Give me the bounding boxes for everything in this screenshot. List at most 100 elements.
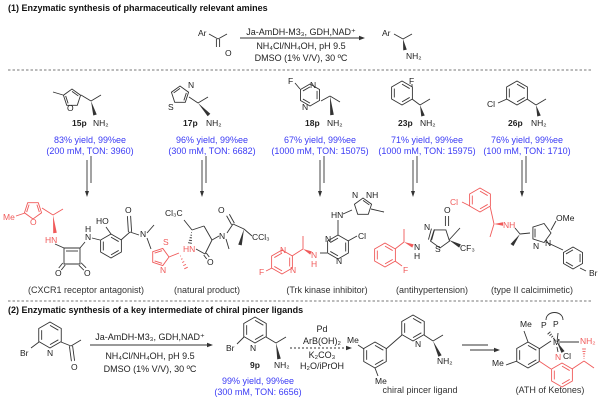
- bond: [90, 94, 102, 102]
- arrow-head: [207, 342, 213, 348]
- atom-label: Me: [375, 376, 387, 386]
- conditions-text: (200 mM, TON: 3960): [46, 146, 133, 156]
- bond: [146, 237, 152, 250]
- bond: [519, 232, 531, 235]
- coupling-solvent: H₂O/iPrOH: [300, 361, 344, 371]
- bond: [320, 95, 331, 102]
- bond: [203, 254, 208, 260]
- bond: [184, 266, 188, 270]
- bond: [535, 98, 547, 106]
- condition-enzyme-2: Ja-AmDH-M3₃, GDH,NAD⁺: [95, 332, 205, 342]
- bond: [385, 334, 403, 350]
- atom-label: S: [435, 244, 441, 254]
- compound-id: 26p: [508, 118, 523, 128]
- bond: [110, 250, 119, 256]
- bond: [384, 259, 393, 265]
- bond: [538, 340, 552, 350]
- conditions-text: (300 mM, TON: 6656): [214, 387, 301, 397]
- substrate-17p: N S NH₂ 17p 96% yield, 99%ee (300 mM, TO…: [168, 80, 256, 156]
- bond: [294, 82, 301, 90]
- atom-label: Cl: [487, 99, 495, 109]
- atom-label: F: [403, 265, 408, 275]
- arrow-head: [359, 35, 365, 41]
- bond: [370, 208, 385, 213]
- product-ar: Ar: [382, 28, 391, 38]
- bond: [556, 346, 559, 353]
- bond: [225, 238, 230, 250]
- atom-label: NH₂: [437, 356, 453, 366]
- substrate-26p: Cl NH₂ 26p 76% yield, 99%ee (100 mM, TON…: [483, 99, 570, 156]
- intermediate-9p: Br N NH₂ 9p 99% yield, 99%ee (300 mM, TO…: [214, 343, 301, 397]
- bond: [329, 95, 341, 103]
- bromopyridine-ketone: Br N O: [20, 348, 78, 372]
- bond: [72, 345, 76, 361]
- atom-label: Me: [520, 319, 532, 329]
- bond: [374, 367, 379, 377]
- atom-label: S: [163, 237, 169, 247]
- bond: [30, 341, 40, 349]
- bond: [52, 91, 64, 96]
- atom-label: N: [310, 80, 316, 90]
- product-antihypertension: F N H N S O CF₃ (antihypertension): [396, 205, 475, 295]
- metal-complex: Me Me P P M Cl N NH₂ (ATH of Ketones): [492, 319, 596, 395]
- conditions-text: (100 mM, TON: 1710): [483, 146, 570, 156]
- bond: [461, 201, 471, 207]
- atom-label: CCl₃: [252, 232, 270, 242]
- bond: [49, 324, 59, 331]
- bond: [497, 98, 508, 104]
- bond: [205, 252, 210, 258]
- bond: [254, 319, 264, 326]
- bond: [36, 204, 40, 213]
- bond: [523, 330, 529, 343]
- bond: [68, 346, 72, 362]
- wedge-bond: [330, 96, 334, 116]
- wedge-bond: [53, 215, 57, 234]
- bond: [236, 336, 245, 345]
- bond: [91, 237, 101, 241]
- atom-label: Cl: [358, 231, 366, 241]
- atom-label: O: [67, 103, 74, 113]
- yield-text: 99% yield, 99%ee: [222, 376, 294, 386]
- condition-buffer: NH₄Cl/NH₄OH, pH 9.5: [256, 41, 345, 51]
- bond: [394, 260, 403, 267]
- atom-label: O: [55, 268, 62, 278]
- bond: [71, 90, 79, 97]
- conditions-text: (1000 mM, TON: 15975): [378, 146, 475, 156]
- compound-id: 23p: [398, 118, 413, 128]
- atom-label: N: [47, 348, 53, 358]
- atom-label: N: [188, 80, 194, 90]
- bond: [80, 262, 87, 269]
- atom-label: N: [85, 232, 91, 242]
- bond: [527, 344, 537, 351]
- atom-label: Br: [20, 348, 29, 358]
- yield-text: 67% yield, 99%ee: [284, 135, 356, 145]
- bond: [226, 223, 234, 234]
- wedge-bond: [238, 229, 244, 246]
- ring: [170, 85, 190, 103]
- atom-label: Me: [347, 335, 359, 345]
- atom-label: O: [218, 205, 225, 215]
- conditions-text: (1000 mM, TON: 15075): [271, 146, 368, 156]
- atom-label: Br: [226, 343, 235, 353]
- atom-label: NH: [366, 190, 378, 200]
- bond: [191, 225, 205, 231]
- bond: [384, 245, 393, 251]
- wedge-bond: [557, 342, 565, 353]
- bond: [265, 267, 273, 272]
- atom-label: Me: [3, 212, 15, 222]
- ring: [563, 246, 583, 270]
- atom-label: O: [84, 268, 91, 278]
- bond: [52, 208, 64, 216]
- ring: [401, 314, 425, 342]
- bond-layer: [8, 33, 595, 388]
- yield-text: 76% yield, 99%ee: [491, 135, 563, 145]
- wedge-bond: [510, 234, 520, 247]
- atom-label: N: [311, 250, 317, 260]
- bond: [226, 215, 232, 225]
- bond: [110, 236, 119, 242]
- arrow-head: [520, 191, 524, 197]
- ring: [62, 88, 82, 106]
- bond: [302, 86, 311, 92]
- ring: [23, 202, 43, 220]
